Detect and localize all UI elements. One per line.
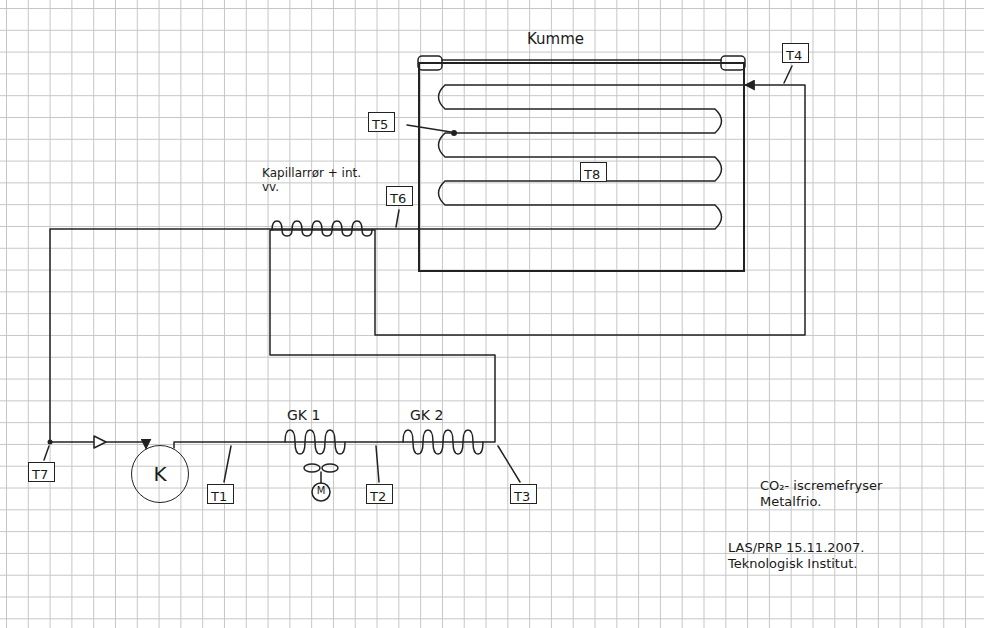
lid-edge [442, 59, 721, 61]
sensor-tag: T5 [368, 112, 395, 132]
leader-line [376, 446, 379, 482]
sensor-dot [451, 130, 457, 136]
sensor-name: T1 [211, 489, 227, 505]
sensor-name: T5 [372, 117, 388, 133]
fan-blade [322, 464, 338, 472]
leader-line [498, 446, 520, 482]
check-valve [94, 436, 106, 448]
refrigerant-pipe [174, 85, 805, 449]
sensor-name: T3 [514, 489, 530, 505]
evaporator-coil [418, 85, 745, 229]
compressor-circle: K [131, 445, 189, 503]
sensor-name: T2 [370, 489, 386, 505]
sensor-tag: T3 [510, 484, 537, 504]
part-label: GK 2 [410, 407, 470, 424]
fan-blade [304, 464, 320, 472]
part-label: Kapillarrør + int. vv. [262, 166, 380, 195]
sensor-name: T4 [786, 48, 802, 64]
sensor-name: T7 [32, 467, 48, 483]
sensor-name: T8 [584, 167, 600, 183]
sensor-tag: T2 [366, 484, 393, 504]
compressor-label: K [153, 463, 166, 485]
sensor-name: T6 [390, 191, 406, 207]
cabinet-title: Kumme [527, 30, 584, 48]
note: LAS/PRP 15.11.2007. Teknologisk Institut… [728, 540, 918, 571]
leader-line [396, 210, 399, 227]
freezer-cabinet: KummeT8 [418, 62, 745, 272]
note: CO₂- iscremefryser Metalfrio. [760, 478, 925, 509]
sensor-tag: T1 [207, 484, 234, 504]
sensor-tag: T6 [386, 186, 413, 206]
sensor-tag: T7 [28, 462, 55, 482]
leader-line [44, 446, 49, 460]
leader-line [224, 446, 231, 482]
motor-symbol-text: M [314, 485, 328, 497]
gas-cooler-coil [285, 430, 345, 454]
part-label: GK 1 [287, 407, 347, 424]
capillary-coil [272, 221, 372, 236]
sensor-tag: T4 [782, 43, 809, 63]
leader-line [784, 66, 792, 83]
fan-shaft [320, 472, 322, 483]
sensor-tag: T8 [580, 162, 607, 182]
refrigerant-pipe [50, 229, 418, 449]
sensor-dot [48, 440, 53, 445]
fan-motor [312, 483, 330, 501]
gas-cooler-coil [403, 430, 483, 454]
leader-line [407, 125, 451, 132]
